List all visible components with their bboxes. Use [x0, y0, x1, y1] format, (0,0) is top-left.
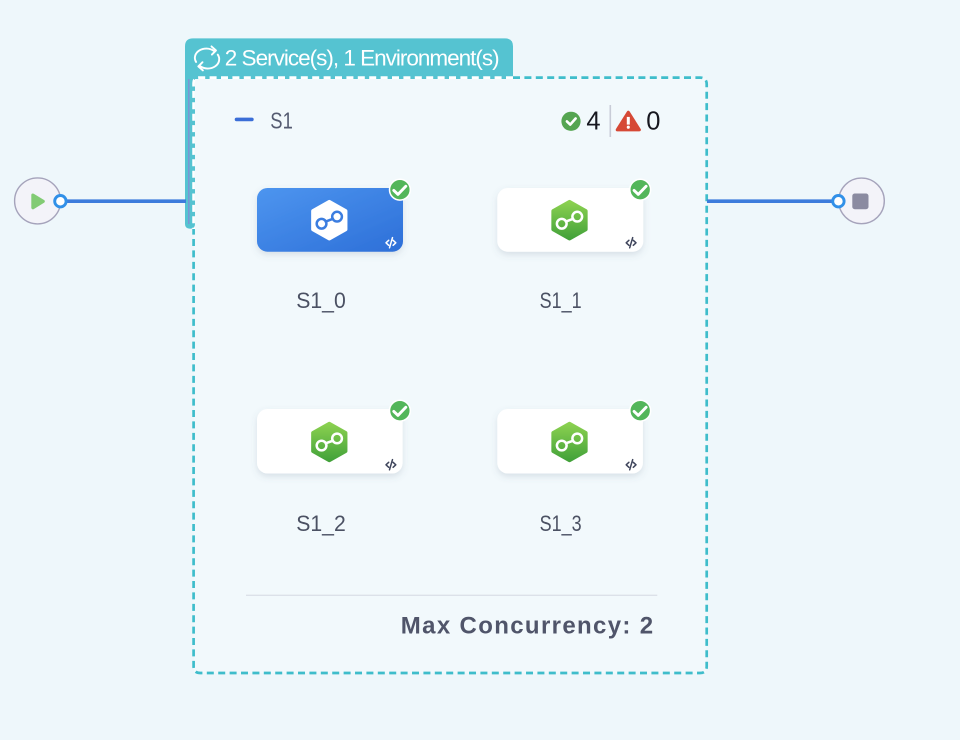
svg-text:S1_0: S1_0 — [296, 288, 346, 313]
svg-text:2 Service(s), 1 Environment(s): 2 Service(s), 1 Environment(s) — [225, 45, 499, 70]
svg-text:0: 0 — [646, 108, 660, 136]
svg-text:S1: S1 — [270, 107, 293, 133]
svg-text:4: 4 — [586, 108, 600, 136]
svg-text:S1_3: S1_3 — [540, 511, 582, 536]
svg-text:S1_1: S1_1 — [540, 288, 582, 313]
svg-text:Max Concurrency: 2: Max Concurrency: 2 — [401, 612, 655, 639]
svg-text:S1_2: S1_2 — [296, 511, 346, 536]
